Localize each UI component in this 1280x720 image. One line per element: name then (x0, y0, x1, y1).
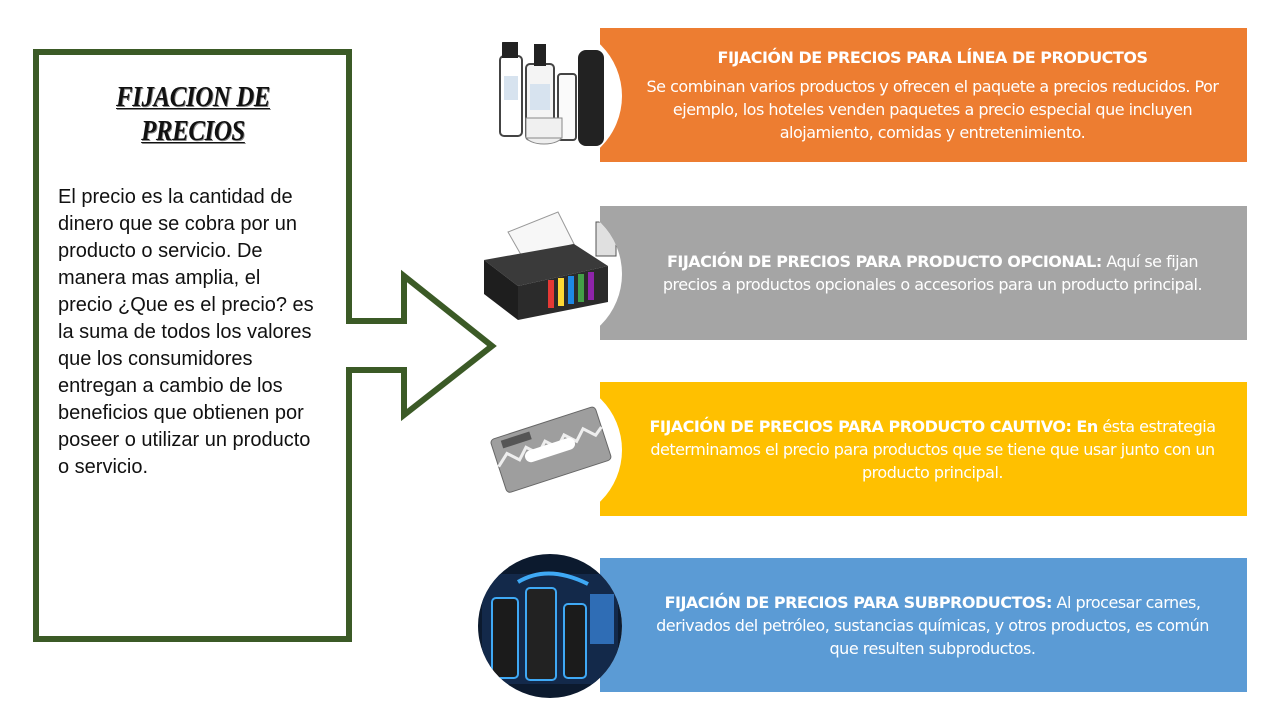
panel-title: FIJACION DE PRECIOS (63, 80, 323, 148)
band-text: Se combinan varios productos y ofrecen e… (646, 77, 1219, 142)
band-by-products: FIJACIÓN DE PRECIOS PARA SUBPRODUCTOS: A… (600, 558, 1247, 692)
shampoo-products-icon (478, 24, 622, 168)
band-product-line: FIJACIÓN DE PRECIOS PARA LÍNEA DE PRODUC… (600, 28, 1247, 162)
band-text: Aquí se fijan precios a productos opcion… (662, 252, 1203, 294)
printer-icon (478, 202, 622, 346)
band-text: ésta estrategia determinamos el precio p… (650, 416, 1216, 482)
band-title: FIJACIÓN DE PRECIOS PARA LÍNEA DE PRODUC… (717, 48, 1148, 67)
razor-blade-icon (478, 378, 622, 522)
band-captive-product: FIJACIÓN DE PRECIOS PARA PRODUCTO CAUTIV… (600, 382, 1247, 516)
panel-title-line-1: FIJACION DE (116, 81, 270, 113)
band-label: FIJACIÓN DE PRECIOS PARA PRODUCTO CAUTIV… (649, 416, 1098, 436)
axe-products-icon (478, 554, 622, 698)
band-label: FIJACIÓN DE PRECIOS PARA SUBPRODUCTOS: (664, 592, 1053, 612)
definition-panel: FIJACION DE PRECIOS El precio es la cant… (42, 58, 344, 634)
band-optional-product: FIJACIÓN DE PRECIOS PARA PRODUCTO OPCION… (600, 206, 1247, 340)
panel-title-line-2: PRECIOS (141, 115, 245, 147)
band-text: Al procesar carnes, derivados del petról… (656, 592, 1209, 658)
definition-text: El precio es la cantidad de dinero que s… (58, 186, 314, 478)
band-label: FIJACIÓN DE PRECIOS PARA PRODUCTO OPCION… (666, 252, 1102, 271)
